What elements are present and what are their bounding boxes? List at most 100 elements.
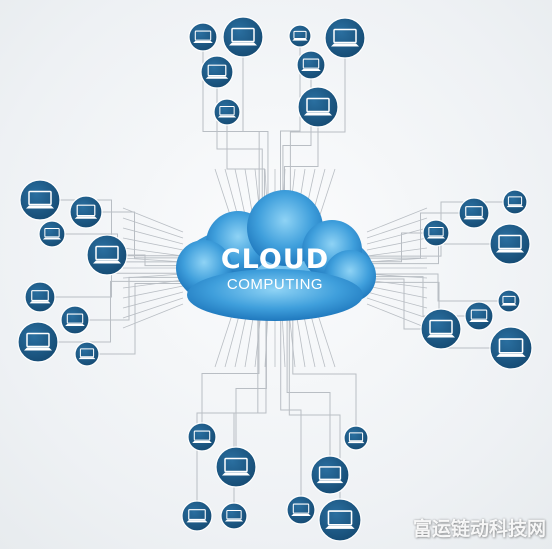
laptop-icon [205, 64, 229, 79]
connection-line [242, 37, 269, 226]
connection-line [202, 37, 260, 226]
laptop-icon [74, 204, 98, 219]
connection-line [366, 207, 428, 233]
laptop-node [286, 495, 316, 525]
laptop-icon [304, 97, 332, 116]
connection-line [288, 311, 296, 368]
laptop-node [215, 446, 257, 488]
cloud-title: CLOUD [220, 244, 330, 275]
laptop-icon [93, 245, 121, 264]
connection-line [216, 72, 263, 226]
laptop-node [343, 425, 369, 451]
connection-line [122, 237, 184, 251]
connection-line [367, 232, 436, 263]
laptop-node [324, 17, 366, 59]
laptop-icon [463, 206, 485, 220]
laptop-node [86, 234, 128, 276]
laptop-node [187, 422, 217, 452]
connection-line [122, 297, 184, 319]
laptop-icon [325, 510, 355, 529]
connection-line [122, 303, 184, 329]
laptop-icon [224, 509, 244, 522]
connection-line [122, 227, 184, 245]
laptop-node [297, 86, 339, 128]
connection-line [38, 280, 183, 343]
connection-line [292, 310, 357, 438]
connection-line [122, 279, 184, 289]
laptop-node [200, 55, 234, 89]
laptop-icon [292, 30, 308, 41]
laptop-node [458, 197, 490, 229]
connection-line [367, 273, 509, 302]
connection-line [280, 36, 301, 226]
connection-line [122, 291, 184, 309]
laptop-icon [331, 28, 359, 47]
connection-line [367, 243, 510, 265]
connection-line [286, 310, 331, 475]
connection-line [224, 311, 241, 368]
laptop-node [489, 223, 531, 265]
laptop-icon [24, 332, 52, 351]
laptop-icon [29, 290, 51, 304]
laptop-node [19, 179, 61, 221]
connection-line [295, 311, 306, 368]
laptop-icon [506, 196, 524, 208]
connection-line [302, 311, 316, 368]
connection-line [366, 279, 428, 289]
laptop-node [74, 341, 100, 367]
laptop-node [188, 22, 218, 52]
laptop-node [318, 498, 362, 542]
connection-line [316, 311, 336, 368]
connection-line [122, 207, 184, 233]
connection-line [122, 217, 184, 239]
laptop-icon [217, 105, 237, 118]
connection-line [366, 285, 428, 299]
connection-line [366, 297, 428, 319]
laptop-icon [501, 295, 517, 306]
connection-line [366, 247, 428, 257]
connection-line [214, 311, 234, 368]
connection-line [280, 310, 302, 510]
laptop-icon [496, 234, 524, 253]
laptop-node [213, 98, 241, 126]
connection-line [281, 311, 286, 368]
laptop-node [497, 289, 521, 313]
connection-line [366, 257, 428, 263]
laptop-node [181, 500, 213, 532]
connection-line [87, 282, 183, 355]
laptop-node [464, 301, 494, 331]
laptop-icon [192, 430, 212, 443]
connection-line [367, 212, 474, 259]
laptop-icon [316, 466, 344, 484]
laptop-icon [496, 338, 526, 357]
connection-line [366, 273, 428, 279]
connection-line [254, 311, 262, 368]
laptop-icon [426, 226, 446, 239]
laptop-icon [229, 27, 257, 46]
cloud-subtitle: COMPUTING [226, 276, 324, 293]
laptop-icon [222, 457, 250, 476]
laptop-node [420, 308, 462, 350]
laptop-node [220, 502, 248, 530]
laptop-node [60, 305, 90, 335]
connection-line [264, 311, 269, 368]
connection-line [244, 311, 255, 368]
laptop-icon [469, 309, 489, 322]
watermark: 富运链动科技网 [412, 518, 546, 540]
laptop-nodes [17, 16, 533, 542]
laptop-node [502, 189, 528, 215]
laptop-node [69, 195, 103, 229]
connection-line [40, 272, 183, 298]
connection-line [366, 237, 428, 251]
connection-line [309, 311, 326, 368]
connection-line [366, 303, 428, 329]
laptop-icon [26, 190, 54, 209]
laptop-icon [427, 319, 455, 338]
connection-line [122, 247, 184, 257]
laptop-node [222, 16, 264, 58]
laptop-icon [347, 432, 365, 444]
connection-line [122, 273, 184, 279]
connection-line [366, 227, 428, 245]
